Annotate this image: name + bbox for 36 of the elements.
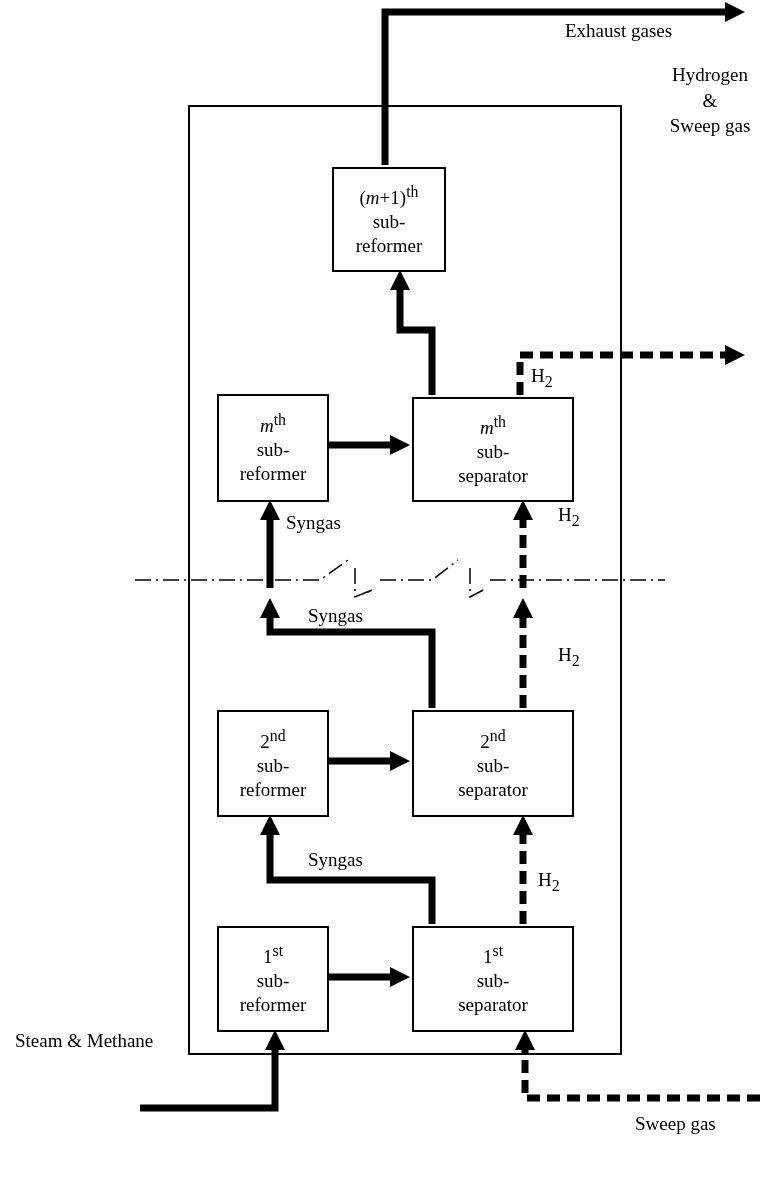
box-label: sub- separator <box>457 753 529 802</box>
box-label: sub- separator <box>457 969 529 1017</box>
flow-arrow <box>390 270 436 395</box>
flow-arrow <box>260 598 436 708</box>
ordinal-heading: 1$^{st}$ <box>482 941 504 970</box>
process-box <box>412 397 574 502</box>
ordinal-heading: m$^{th}$ <box>259 410 286 439</box>
process-box <box>217 926 329 1032</box>
flow-arrow <box>513 598 533 708</box>
edge-label: Syngas <box>307 606 364 627</box>
ordinal-heading: 2$^{nd}$ <box>260 725 286 754</box>
flow-arrow <box>513 815 533 924</box>
flow-arrow <box>516 345 745 395</box>
stream-label: Steam & Methane <box>15 1030 154 1053</box>
ordinal-heading: (m+1)$^{th}$ <box>359 181 419 210</box>
box-label: sub- separator <box>457 439 529 488</box>
ordinal-heading: 2$^{nd}$ <box>480 725 506 754</box>
process-box <box>332 167 446 272</box>
process-box <box>217 710 329 817</box>
box-label: sub- reformer <box>354 209 424 258</box>
ordinal-heading: 1$^{st}$ <box>262 941 284 970</box>
stream-label: Exhaust gases <box>565 20 673 43</box>
box-label: sub- reformer <box>238 969 308 1017</box>
stream-label: Sweep gas <box>635 1113 716 1136</box>
process-box <box>412 710 574 817</box>
process-box <box>217 394 329 502</box>
process-box <box>412 926 574 1032</box>
ordinal-heading: m$^{th}$ <box>479 411 506 440</box>
stream-label: Hydrogen & Sweep gas <box>668 63 752 139</box>
box-label: sub- reformer <box>238 438 308 486</box>
flow-arrow <box>260 815 436 924</box>
edge-label: Syngas <box>307 850 364 871</box>
box-label: sub- reformer <box>238 753 308 802</box>
flow-arrow <box>381 2 745 165</box>
edge-label: Syngas <box>285 513 342 534</box>
enclosure-box <box>188 105 622 1055</box>
